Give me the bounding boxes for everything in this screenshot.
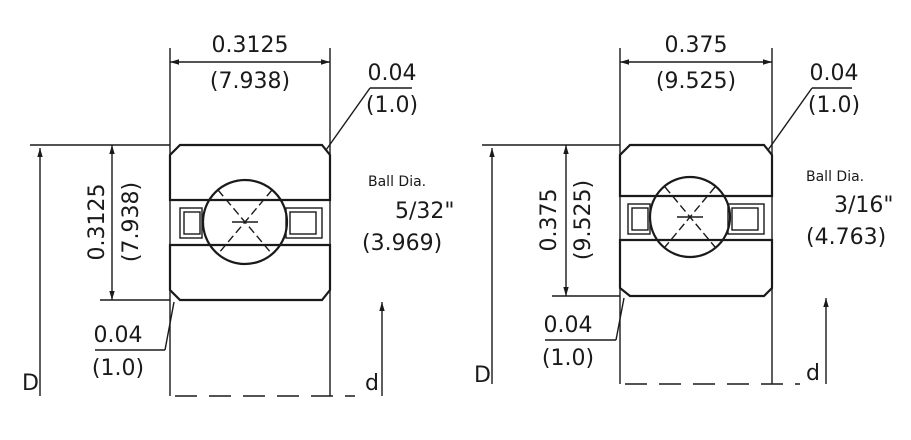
right-height-in: 0.375 xyxy=(537,189,562,252)
left-width-mm: (7.938) xyxy=(210,69,290,94)
right-outer-ring xyxy=(618,143,774,198)
left-chamfer-bot-in: 0.04 xyxy=(94,323,143,348)
right-width-in: 0.375 xyxy=(665,33,728,58)
left-inner-ring xyxy=(168,243,332,302)
left-ball xyxy=(201,178,289,266)
left-chamfer-bot-mm: (1.0) xyxy=(92,356,144,381)
right-inner-dia-label: d xyxy=(806,361,820,386)
left-height-in: 0.3125 xyxy=(85,184,110,261)
right-chamfer-bot-mm: (1.0) xyxy=(542,346,594,371)
left-chamfer-top-in: 0.04 xyxy=(368,61,417,86)
left-ball-mm: (3.969) xyxy=(362,231,442,256)
right-height-mm: (9.525) xyxy=(571,180,596,260)
left-width-in: 0.3125 xyxy=(212,33,289,58)
left-outer-ring xyxy=(168,143,332,202)
right-bearing: 0.375 (9.525) 0.375 (9.525) 0.04 (1.0) 0… xyxy=(474,33,894,388)
right-outer-dia-label: D xyxy=(474,363,491,388)
right-chamfer-top-in: 0.04 xyxy=(810,61,859,86)
left-ball-in: 5/32" xyxy=(395,199,455,224)
right-chamfer-top-mm: (1.0) xyxy=(808,93,860,118)
left-inner-dia-label: d xyxy=(365,371,379,396)
right-ball-label: Ball Dia. xyxy=(806,169,864,185)
right-width-mm: (9.525) xyxy=(656,69,736,94)
left-bearing: 0.3125 (7.938) 0.3125 (7.938) 0.04 (1.0)… xyxy=(22,33,455,397)
right-chamfer-bot-in: 0.04 xyxy=(544,313,593,338)
right-ball-mm: (4.763) xyxy=(806,225,886,250)
right-inner-ring xyxy=(618,238,774,298)
left-outer-dia-label: D xyxy=(22,371,39,396)
left-ball-label: Ball Dia. xyxy=(368,174,426,190)
right-ball xyxy=(648,175,732,259)
right-ball-in: 3/16" xyxy=(834,193,894,218)
left-height-mm: (7.938) xyxy=(119,182,144,262)
left-chamfer-top-mm: (1.0) xyxy=(366,93,418,118)
